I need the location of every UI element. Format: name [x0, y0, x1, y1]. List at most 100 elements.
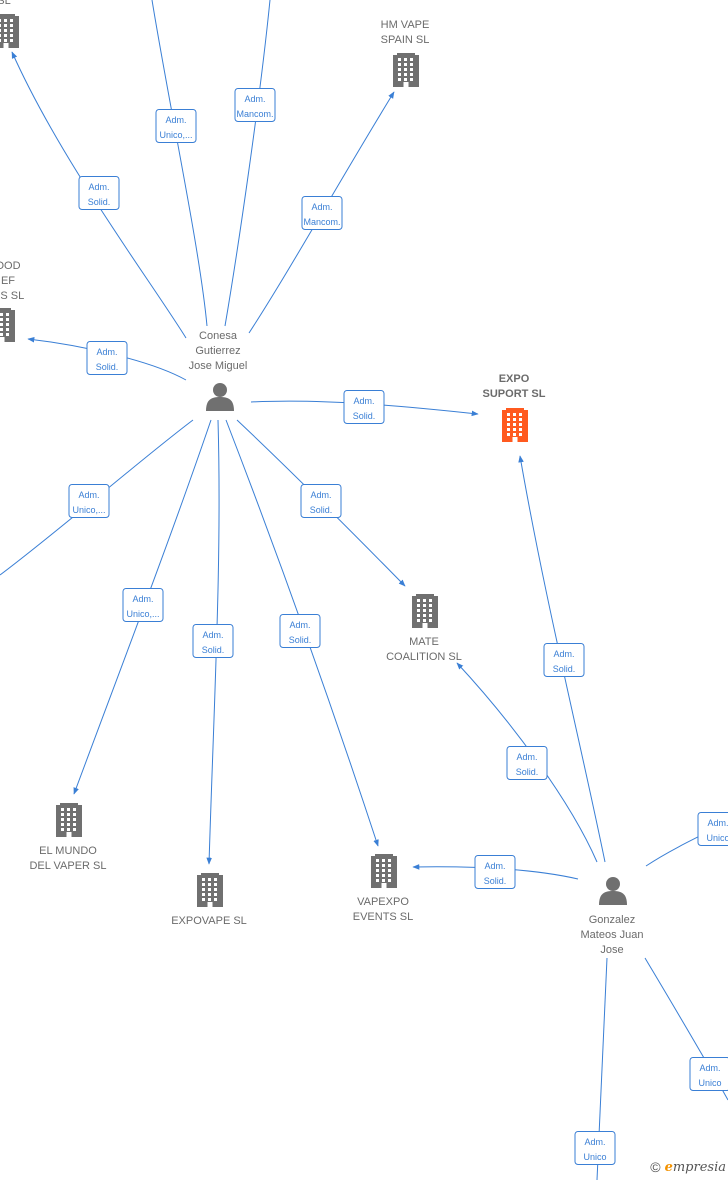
building-icon[interactable] — [371, 854, 397, 888]
node-label: EF — [1, 275, 15, 287]
nodes-layer: SL HM VAPE SPAIN SL OOD EF OS SL ConesaGutierr… — [0, 0, 643, 956]
node-label: SPAIN SL — [381, 34, 430, 46]
node-label: DEL VAPER SL — [29, 860, 106, 872]
role-badge-text: Unico,... — [72, 505, 105, 515]
node-vapexpo[interactable]: VAPEXPO EVENTS SL — [353, 854, 414, 923]
role-badge-text: Mancom. — [236, 109, 273, 119]
role-badge-text: Solid. — [96, 362, 119, 372]
role-badge-text: Solid. — [88, 197, 111, 207]
role-badge[interactable]: Adm. Solid. — [300, 484, 342, 518]
node-label: EVENTS SL — [353, 911, 414, 923]
role-badge[interactable]: Adm. Solid. — [474, 855, 516, 889]
node-hm-vape[interactable]: HM VAPE SPAIN SL — [381, 19, 430, 87]
node-food-left[interactable]: OOD EF OS SL — [0, 260, 24, 342]
empresia-watermark[interactable]: © empresia — [650, 1156, 726, 1178]
role-badge-text: Adm. — [584, 1137, 605, 1147]
edge-e-c-mancom-top — [224, 0, 271, 327]
role-badge-text: Unico — [583, 1152, 606, 1162]
node-label: OOD — [0, 260, 21, 272]
role-badge-text: Solid. — [310, 505, 333, 515]
role-badge-text: Adm. — [311, 202, 332, 212]
role-badge[interactable]: Adm. Solid. — [192, 624, 234, 658]
role-badge-text: Adm. — [553, 649, 574, 659]
role-badge-text: Adm. — [484, 861, 505, 871]
node-label: OS SL — [0, 290, 24, 302]
node-label: MATE — [409, 636, 439, 648]
edge-e-c-topleft — [11, 51, 187, 339]
role-badge-text: Unico,... — [159, 130, 192, 140]
node-expovape[interactable]: EXPOVAPE SL — [171, 873, 247, 927]
role-badge-text: Solid. — [484, 876, 507, 886]
role-badge[interactable]: Adm. Unico,... — [122, 588, 164, 622]
building-icon[interactable] — [0, 308, 15, 342]
copyright-symbol: © — [650, 1159, 661, 1175]
node-el-mundo[interactable]: EL MUNDO DEL VAPER SL — [29, 803, 107, 872]
role-badge[interactable]: Adm. Mancom. — [301, 196, 343, 230]
role-badge-text: Unico,... — [126, 609, 159, 619]
node-label: Jose Miguel — [189, 360, 248, 372]
role-badge[interactable]: Adm. Solid. — [279, 614, 321, 648]
role-badge-text: Adm. — [289, 620, 310, 630]
building-icon[interactable] — [0, 14, 19, 48]
role-badge-text: Solid. — [202, 645, 225, 655]
node-label: EXPO — [499, 373, 530, 385]
role-badge[interactable]: Adm. Unico — [697, 812, 728, 846]
empresia-logo: empresia — [664, 1159, 726, 1175]
building-icon[interactable] — [502, 408, 528, 442]
role-badge-text: Solid. — [553, 664, 576, 674]
node-label: COALITION SL — [386, 651, 462, 663]
building-icon[interactable] — [412, 594, 438, 628]
role-badge-text: Adm. — [244, 94, 265, 104]
role-badge[interactable]: Adm. Unico,... — [155, 109, 197, 143]
building-icon[interactable] — [56, 803, 82, 837]
person-icon[interactable] — [599, 877, 627, 905]
node-label: Gonzalez — [589, 914, 635, 926]
building-icon[interactable] — [393, 53, 419, 87]
role-badge-text: Adm. — [202, 630, 223, 640]
role-badge-text: Solid. — [516, 767, 539, 777]
role-badge-text: Adm. — [78, 490, 99, 500]
role-badge-text: Adm. — [516, 752, 537, 762]
node-label: Jose — [600, 944, 623, 956]
role-badge[interactable]: Adm. Solid. — [343, 390, 385, 424]
role-badge[interactable]: Adm. Solid. — [506, 746, 548, 780]
node-label: SUPORT SL — [483, 388, 546, 400]
node-top-left-co[interactable]: SL — [0, 0, 19, 48]
edge-e-c-unico-top — [151, 0, 208, 327]
role-badge[interactable]: Adm. Mancom. — [234, 88, 276, 122]
node-label: HM VAPE — [381, 19, 430, 31]
role-badge-text: Mancom. — [303, 217, 340, 227]
role-badge-text: Adm. — [132, 594, 153, 604]
role-badge-text: Adm. — [310, 490, 331, 500]
node-mate[interactable]: MATE COALITION SL — [386, 594, 462, 663]
node-label: Mateos Juan — [581, 929, 644, 941]
role-badge[interactable]: Adm. Unico — [689, 1057, 728, 1091]
role-badge-text: Adm. — [165, 115, 186, 125]
role-badge-text: Adm. — [96, 347, 117, 357]
role-badge[interactable]: Adm. Solid. — [86, 341, 128, 375]
role-badge-text: Adm. — [353, 396, 374, 406]
person-icon[interactable] — [206, 383, 234, 411]
node-label: EL MUNDO — [39, 845, 97, 857]
node-label: VAPEXPO — [357, 896, 409, 908]
role-badge-text: Adm. — [707, 818, 728, 828]
role-badge[interactable]: Adm. Unico — [574, 1131, 616, 1165]
role-badge-text: Unico — [706, 833, 728, 843]
role-badge[interactable]: Adm. Solid. — [543, 643, 585, 677]
role-badge-text: Unico — [698, 1078, 721, 1088]
node-label: Gutierrez — [195, 345, 240, 357]
role-badge-text: Adm. — [88, 182, 109, 192]
role-badge-text: Solid. — [289, 635, 312, 645]
role-badge-text: Solid. — [353, 411, 376, 421]
badges-layer: Adm. Solid. Adm. Unico,... Adm. Mancom. Adm. Ma… — [68, 88, 728, 1165]
node-label: Conesa — [199, 330, 238, 342]
role-badge-text: Adm. — [699, 1063, 720, 1073]
role-badge[interactable]: Adm. Solid. — [78, 176, 120, 210]
node-expo-suport[interactable]: EXPO SUPORT SL — [483, 373, 546, 442]
building-icon[interactable] — [197, 873, 223, 907]
role-badge[interactable]: Adm. Unico,... — [68, 484, 110, 518]
node-label: EXPOVAPE SL — [171, 915, 247, 927]
